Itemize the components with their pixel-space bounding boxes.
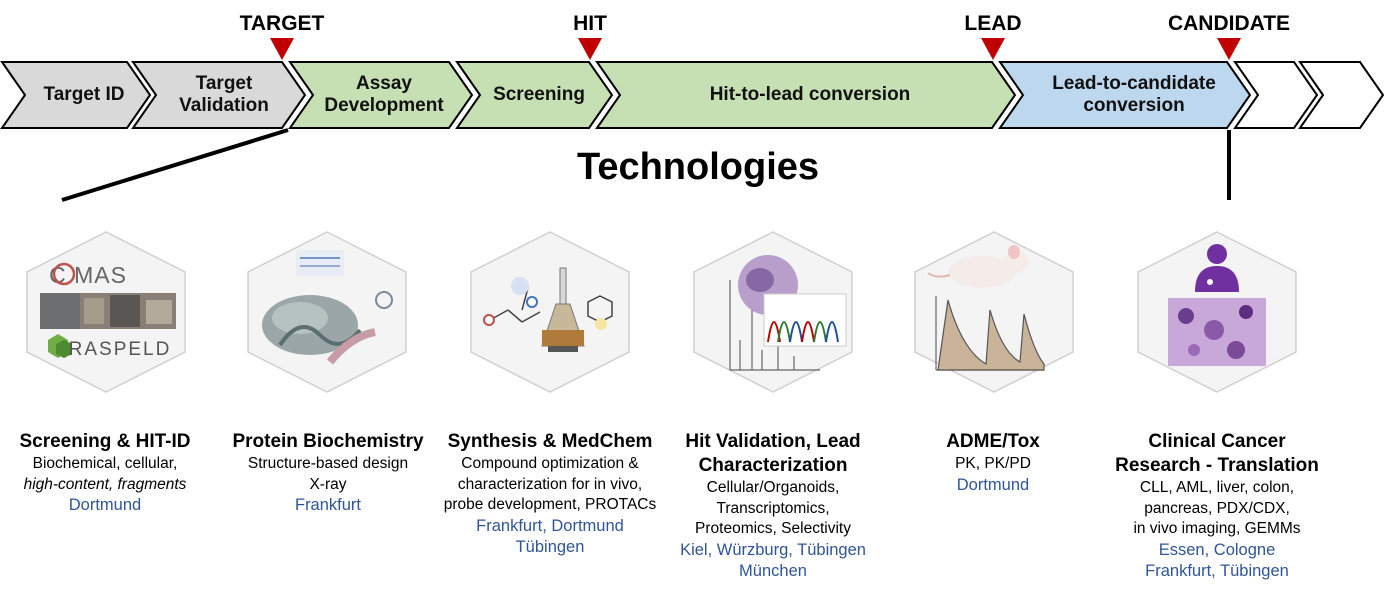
connector-line-left <box>61 128 289 202</box>
doctor-icon <box>1195 244 1239 292</box>
milestone-label-lead: LEAD <box>964 12 1022 35</box>
mass-spec-chart-icon <box>729 280 820 371</box>
tech-column-protein: Protein Biochemistry Structure-based des… <box>213 430 443 516</box>
tech-desc-line-italic: high-content, fragments <box>23 475 187 493</box>
stage-label-hit-to-lead: Hit-to-lead conversion <box>709 84 911 105</box>
tech-column-synthesis: Synthesis & MedChem Compound optimizatio… <box>435 430 665 558</box>
sequencing-trace-icon <box>763 293 847 347</box>
tech-desc-line: Biochemical, cellular, <box>32 455 178 472</box>
tech-locations: Frankfurt <box>294 496 362 514</box>
tech-column-hit-validation: Hit Validation, Lead Characterization Ce… <box>658 430 888 582</box>
tech-desc-line: in vivo imaging, GEMMs <box>1133 520 1301 537</box>
tech-desc-line: pancreas, PDX/CDX, <box>1144 499 1290 517</box>
stage-label-target-validation: Target Validation <box>179 73 269 116</box>
stage-label-assay-development: Assay Development <box>324 73 444 116</box>
tech-desc-line: characterization for in vivo, <box>457 475 643 493</box>
milestone-label-candidate: CANDIDATE <box>1167 12 1291 35</box>
milestone-label-hit: HIT <box>573 12 607 35</box>
milestone-marker-target <box>270 38 294 60</box>
milestone-marker-hit <box>578 38 602 60</box>
tech-title: Synthesis & MedChem <box>447 431 653 452</box>
tech-desc-line: Proteomics, Selectivity <box>695 520 851 537</box>
tech-title: Hit Validation, Lead Characterization <box>685 431 861 476</box>
logo-compound-ring-icon <box>52 262 76 286</box>
stage-label-screening: Screening <box>493 84 585 105</box>
tech-desc-line: Transcriptomics, <box>716 499 830 517</box>
section-title: Technologies <box>576 146 820 188</box>
tech-column-clinical: Clinical Cancer Research - Translation C… <box>1102 430 1332 582</box>
tech-title: Protein Biochemistry <box>232 431 424 452</box>
tech-locations: Frankfurt, Dortmund Tübingen <box>476 516 624 556</box>
hex-adme <box>914 231 1074 393</box>
stage-chevron-target-id <box>0 61 152 129</box>
tech-title: Clinical Cancer Research - Translation <box>1115 431 1319 476</box>
tech-title: Screening & HIT-ID <box>19 431 191 452</box>
hex-clinical <box>1137 231 1297 393</box>
stage-label-lead-to-candidate: Lead-to-candidate conversion <box>1052 73 1216 116</box>
tech-locations: Dortmund <box>68 496 142 514</box>
tech-column-screening: Screening & HIT-ID Biochemical, cellular… <box>0 430 220 516</box>
tech-desc-line: probe development, PROTACs <box>443 496 657 513</box>
tech-desc-line: Cellular/Organoids, <box>706 479 840 496</box>
milestone-marker-candidate <box>1217 38 1241 60</box>
stage-chevron-lead-to-candidate <box>998 61 1252 129</box>
stage-chevron-blank-1 <box>1233 61 1319 129</box>
stage-chevron-hit-to-lead <box>595 61 1017 129</box>
tech-locations: Essen, Cologne Frankfurt, Tübingen <box>1145 540 1289 580</box>
hex-protein <box>247 231 407 393</box>
hex-screening: C MAS RASPELD <box>26 231 186 393</box>
gel-image <box>296 250 344 276</box>
stage-chevron-screening <box>455 61 614 129</box>
tech-locations: Dortmund <box>956 475 1030 494</box>
tech-title: ADME/Tox <box>946 431 1040 452</box>
tech-desc-line: Structure-based design <box>247 455 409 472</box>
stage-chevron-target-validation <box>131 61 307 129</box>
stage-label-target-id: Target ID <box>43 84 125 105</box>
hex-synthesis <box>470 231 630 393</box>
mouse-icon <box>927 245 1029 288</box>
tech-column-adme: ADME/Tox PK, PK/PD Dortmund <box>878 430 1108 496</box>
pipeline-chevrons <box>0 61 1385 129</box>
tech-locations: Kiel, Würzburg, Tübingen München <box>680 540 866 580</box>
milestone-label-target: TARGET <box>239 12 325 35</box>
hex-hit-validation <box>693 231 853 393</box>
tech-desc-line: X-ray <box>309 475 347 493</box>
logo-partner: RASPELD <box>69 339 172 360</box>
tech-desc-line: Compound optimization & <box>461 455 639 472</box>
stage-chevron-blank-2 <box>1298 61 1385 129</box>
stage-chevron-assay-development <box>288 61 474 129</box>
flask-icon <box>541 267 585 352</box>
milestone-marker-lead <box>981 38 1005 60</box>
tech-desc-line: PK, PK/PD <box>955 455 1031 472</box>
milestone-markers <box>270 38 1241 60</box>
tech-desc-line: CLL, AML, liver, colon, <box>1139 479 1295 496</box>
pk-curve-icon <box>935 296 1045 371</box>
